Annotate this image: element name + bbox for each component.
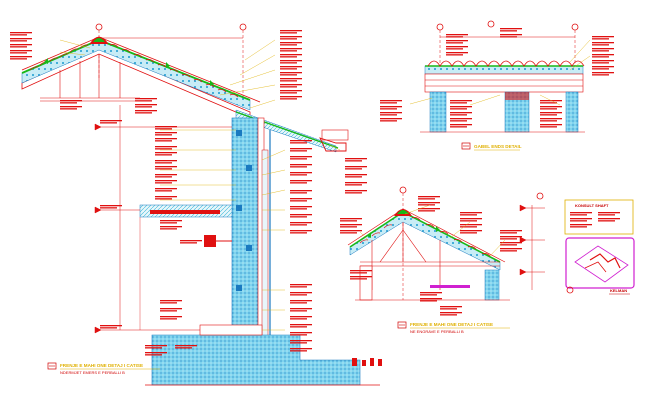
key-plan-label: KELMAN — [610, 288, 627, 293]
key-plan-marker-icon — [566, 286, 574, 294]
gable-detail-title: GABEL ENDS DETAIL — [474, 144, 522, 149]
axis-bubble — [95, 23, 103, 31]
gable-ends-section — [420, 20, 585, 133]
key-plan-legend: KONSULT SHAFT — [564, 199, 634, 235]
ridge-title-block: FRENJE E MAHI ONE DETAJ I CATISE NE ENGR… — [397, 321, 510, 334]
ridge-detail-subtitle: NE ENGRAVE E PERBALLI B — [410, 329, 464, 334]
key-plan-frame — [565, 237, 635, 289]
gable-annotations — [380, 28, 614, 128]
main-detail-subtitle: NDERMJET EMERS E PERBALLI B — [60, 370, 125, 375]
legend-box — [564, 199, 634, 235]
main-detail-annotations — [59, 39, 341, 331]
title-marker-icon — [47, 362, 57, 370]
main-detail-title: FRENJE E MAHI ONE DETAJ I CATISE — [60, 363, 143, 368]
main-detail-title-block: FRENJE E MAHI ONE DETAJ I CATISE NDERMJE… — [47, 362, 160, 375]
ridge-annotations — [340, 196, 522, 316]
gable-title-block: GABEL ENDS DETAIL — [461, 142, 522, 151]
key-plan: KELMAN — [565, 237, 635, 295]
title-marker-icon — [397, 321, 407, 329]
axis-bubble — [239, 23, 247, 31]
main-roof-section — [21, 23, 382, 386]
legend-title: KONSULT SHAFT — [575, 203, 609, 208]
ridge-section — [347, 186, 545, 301]
ridge-detail-title: FRENJE E MAHI ONE DETAJ I CATISE — [410, 322, 493, 327]
title-marker-icon — [461, 142, 471, 150]
